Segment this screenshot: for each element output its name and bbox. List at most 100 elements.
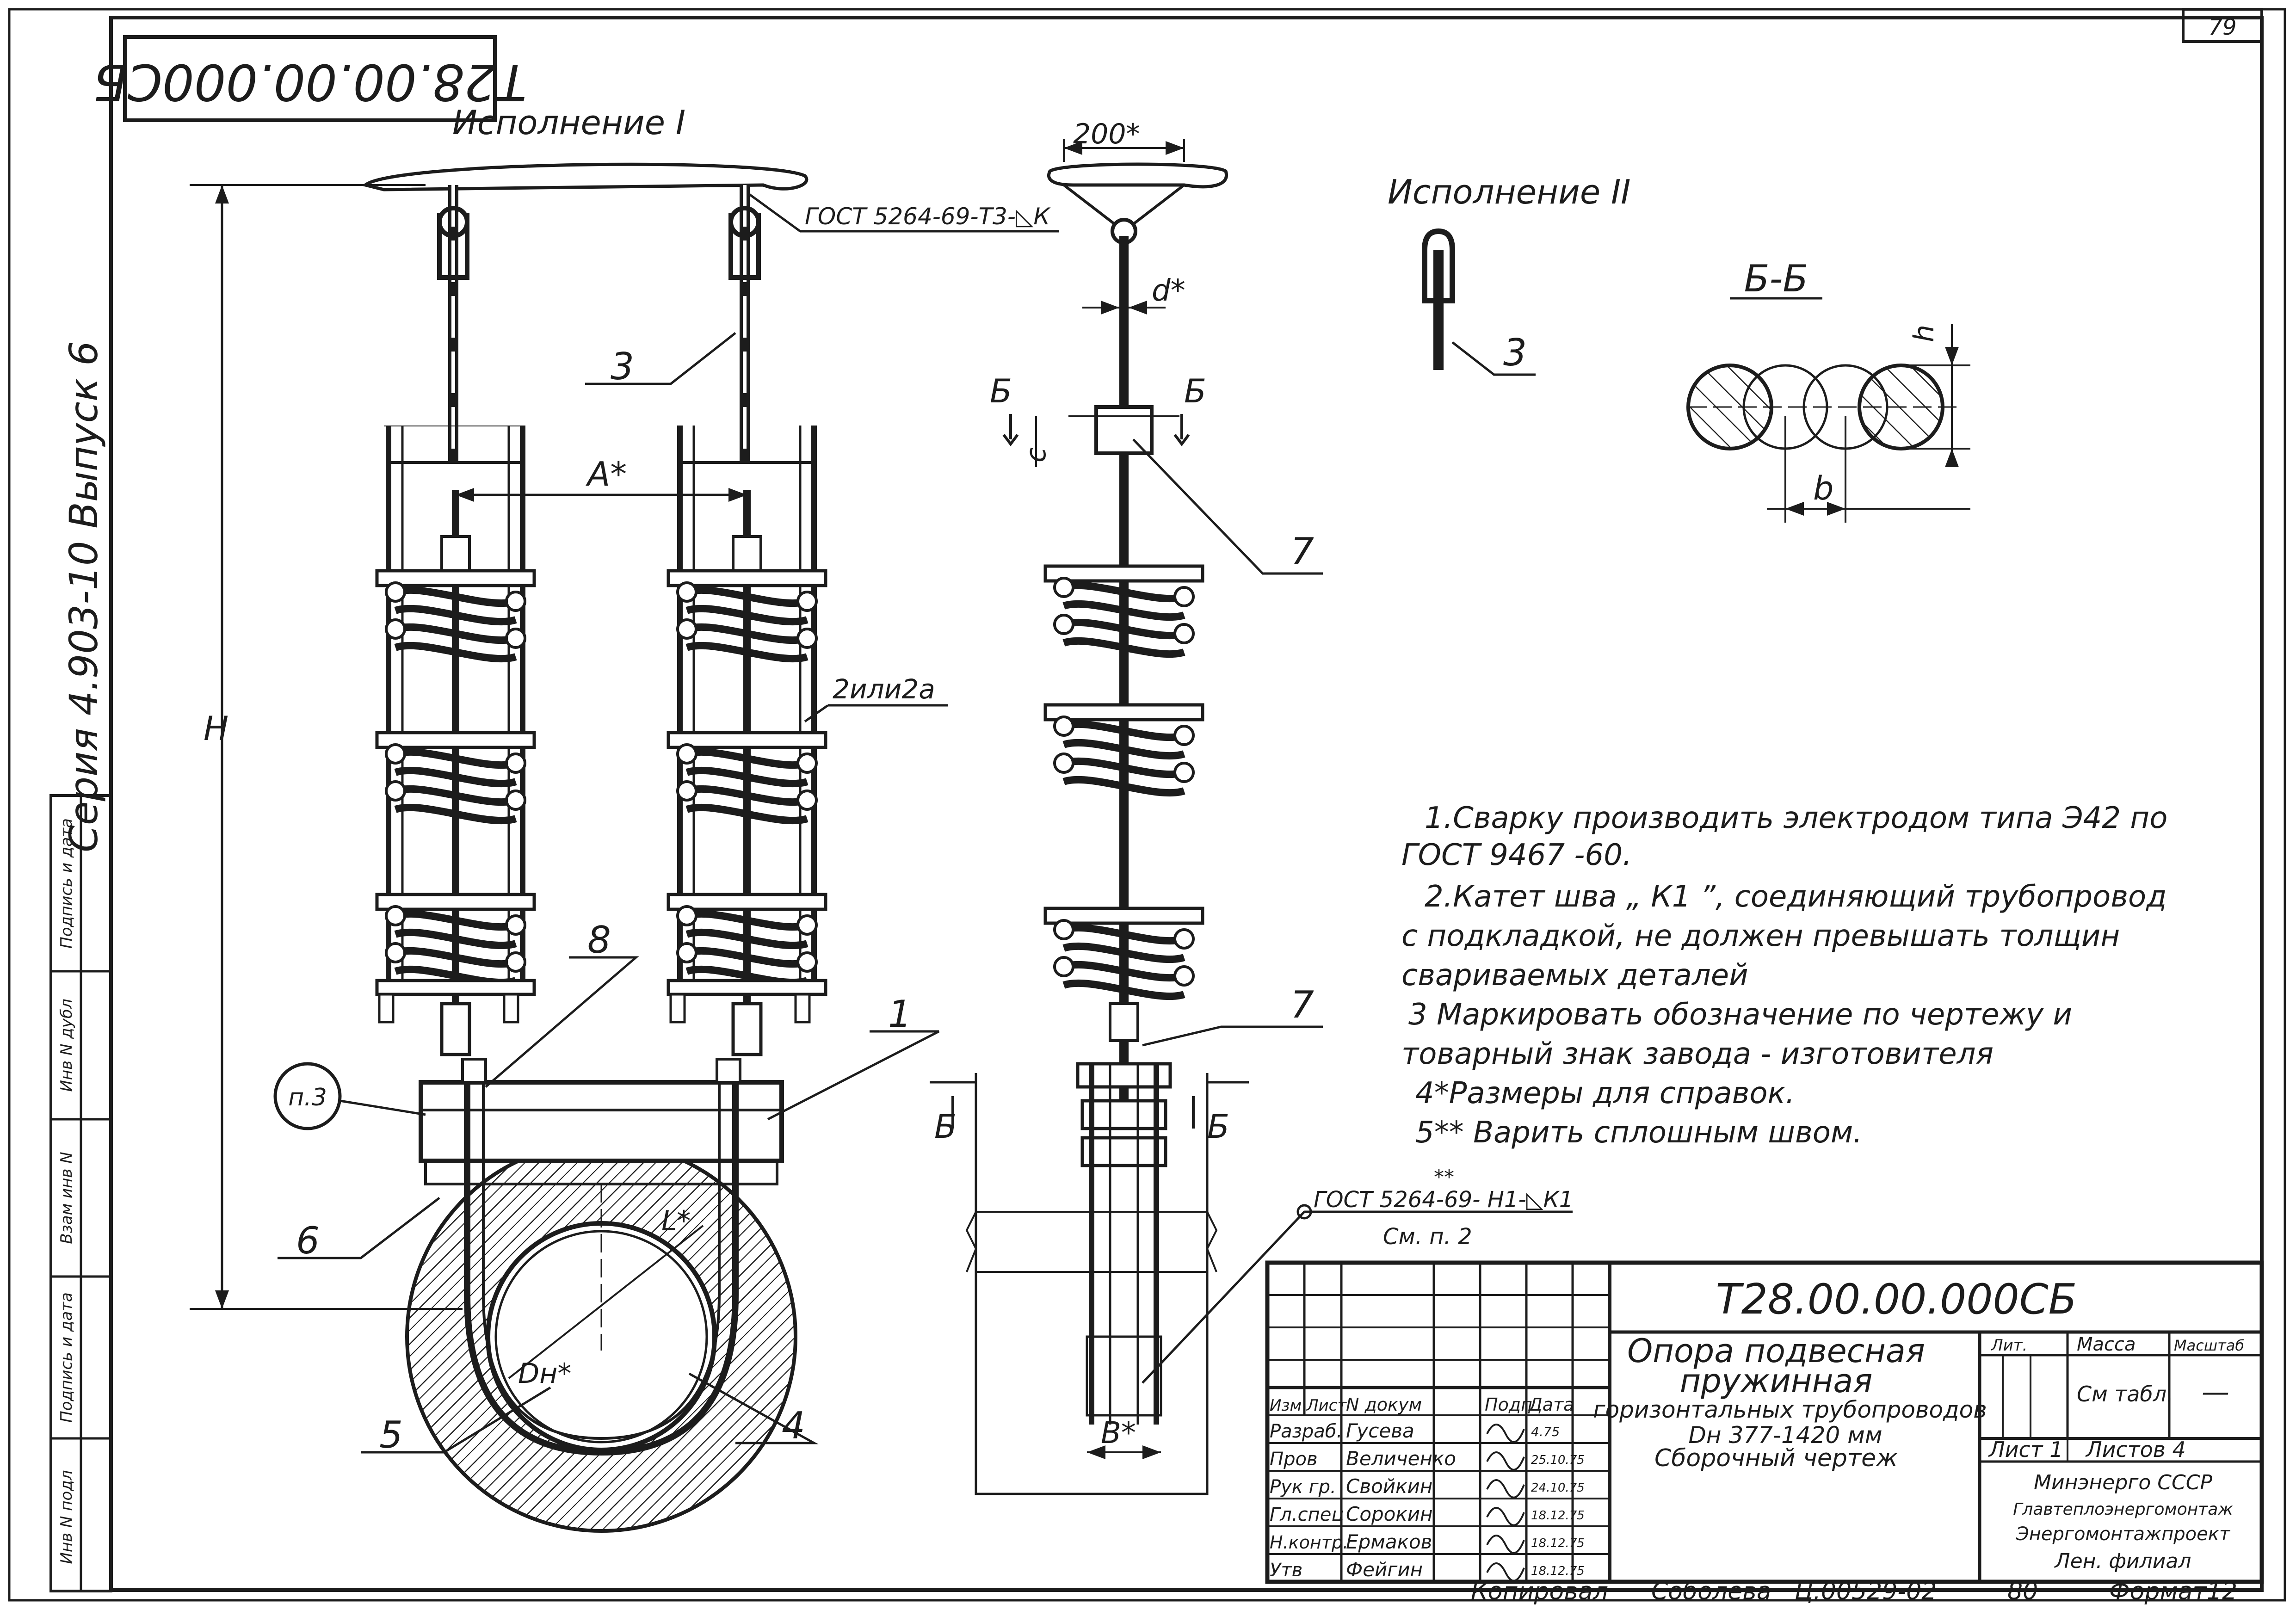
pipe-clamp: [405, 1058, 797, 1533]
callout-8: 8: [587, 919, 611, 962]
tb-sheets: Листов 4: [2085, 1437, 2186, 1462]
tb-roles: Разраб. Пров Рук гр. Гл.спец Н.контр. Ут…: [1270, 1421, 1348, 1581]
svg-text:24.10.75: 24.10.75: [1531, 1481, 1585, 1495]
weld-mark-bottom: [1142, 1204, 1573, 1384]
tb-dates: 4.75 25.10.75 24.10.75 18.12.75 18.12.75…: [1531, 1424, 1585, 1578]
note-line-6: 3 Маркировать обозначение по чертежу и: [1408, 998, 2072, 1032]
dim-b-label: b: [1813, 469, 1833, 507]
dim-Dn-label: Dн*: [518, 1357, 571, 1390]
dim-h-label: h: [1908, 325, 1940, 342]
note-line-4: с подкладкой, не должен превышать толщин: [1401, 919, 2120, 953]
tb-lit: Лит.: [1990, 1336, 2027, 1355]
callout-1: 1: [888, 993, 912, 1036]
rotated-code-box: Т28.00.00.000СБ: [93, 35, 527, 122]
svg-text:18.12.75: 18.12.75: [1531, 1564, 1585, 1578]
note-line-8: 4*Размеры для справок.: [1415, 1076, 1795, 1110]
execution-2-title: Исполнение II: [1388, 173, 1630, 211]
svg-text:Разраб.: Разраб.: [1270, 1421, 1342, 1442]
hanger-left: [377, 185, 534, 1056]
svg-text:Ермаков: Ермаков: [1346, 1530, 1432, 1553]
stamp-replace: Взам инв N: [57, 1152, 76, 1244]
callout-4: 4: [782, 1404, 805, 1447]
execution-2-detail: [1422, 228, 1536, 376]
section-mark-left: Б: [990, 372, 1012, 410]
format-label: Формат12: [2109, 1578, 2237, 1605]
svg-text:Н.контр.: Н.контр.: [1270, 1532, 1348, 1553]
tb-mass-value: См табл.: [2077, 1382, 2173, 1406]
svg-text:18.12.75: 18.12.75: [1531, 1536, 1585, 1550]
tb-col-izm: Изм: [1270, 1396, 1302, 1415]
svg-text:18.12.75: 18.12.75: [1531, 1509, 1585, 1523]
tb-col-date: Дата: [1528, 1394, 1574, 1415]
callout-circle-text: п.3: [288, 1084, 327, 1111]
title-block: [1265, 1260, 2264, 1584]
callout-5: 5: [379, 1413, 403, 1456]
tb-name-2: пружинная: [1680, 1362, 1873, 1400]
dim-B-label: B*: [1101, 1416, 1136, 1450]
note-line-2: ГОСТ 9467 -60.: [1401, 838, 1632, 872]
svg-text:Гл.спец: Гл.спец: [1270, 1504, 1344, 1525]
dimension-A: [456, 488, 747, 502]
note-line-5: свариваемых деталей: [1401, 958, 1748, 993]
stamp-sign1: Подпись и дата: [57, 1292, 76, 1423]
callout-3b: 3: [1503, 331, 1527, 374]
note-line-1: 1.Сварку производить электродом типа Э42…: [1425, 801, 2167, 835]
tb-col-list: Лист: [1306, 1396, 1347, 1415]
dim-H-label: H: [204, 709, 228, 748]
dim-200-label: 200*: [1073, 118, 1140, 150]
weld-mark-bottom-stars: **: [1434, 1166, 1454, 1189]
svg-text:Фейгин: Фейгин: [1346, 1558, 1423, 1581]
dim-L-label: L*: [661, 1205, 691, 1237]
rotated-code: Т28.00.00.000СБ: [93, 53, 527, 111]
tb-signatures: [1486, 1424, 1525, 1582]
tb-scale-value: —: [2202, 1376, 2229, 1408]
section-bb: [1686, 324, 1970, 523]
callout-7a: 7: [1290, 530, 1314, 573]
tb-mass: Масса: [2077, 1334, 2136, 1355]
svg-text:Пров: Пров: [1270, 1449, 1318, 1470]
tb-col-doc: N докум: [1346, 1394, 1422, 1415]
callout-3a: 3: [611, 345, 634, 388]
svg-text:Гусева: Гусева: [1346, 1419, 1414, 1442]
left-stamp: Инв N подл Подпись и дата Взам инв N Инв…: [49, 794, 112, 1592]
ceiling-plate-left: [362, 162, 809, 191]
stamp-inv: Инв N подл: [57, 1470, 76, 1564]
weld-mark-bottom-ref: См. п. 2: [1383, 1224, 1472, 1250]
bottom-num: 80: [2007, 1578, 2038, 1605]
execution-1-title: Исполнение I: [452, 103, 685, 142]
tb-col-sign: Подп: [1485, 1394, 1532, 1415]
tb-doc-number: Т28.00.00.000СБ: [1716, 1275, 2077, 1324]
svg-text:Свойкин: Свойкин: [1346, 1475, 1432, 1498]
svg-text:Сорокин: Сорокин: [1346, 1503, 1433, 1525]
tb-sheet: Лист 1: [1988, 1437, 2063, 1462]
tb-org-4: Лен. филиал: [2054, 1549, 2191, 1573]
tb-org-3: Энергомонтажпроект: [2016, 1524, 2231, 1545]
callout-2: 2или2а: [833, 673, 935, 705]
svg-text:25.10.75: 25.10.75: [1531, 1453, 1585, 1467]
svg-text:4.75: 4.75: [1531, 1424, 1560, 1439]
tb-name-3: горизонтальных трубопроводов: [1593, 1396, 1987, 1423]
notes: 1.Сварку производить электродом типа Э42…: [1401, 801, 2167, 1150]
weld-mark-top: [748, 193, 1059, 233]
note-line-9: 5** Варить сплошным швом.: [1415, 1116, 1862, 1150]
tb-org-2: Главтеплоэнергомонтаж: [2013, 1500, 2233, 1519]
series-label: Серия 4.903-10 Выпуск 6: [61, 341, 106, 852]
section-mark-right: Б: [1184, 372, 1206, 410]
dim-A-label: A*: [586, 455, 627, 493]
section-mark-bl: Б: [934, 1108, 957, 1146]
tb-name-5: Сборочный чертеж: [1654, 1444, 1898, 1472]
hanger-right: [668, 185, 826, 1056]
svg-text:Величенко: Величенко: [1346, 1447, 1456, 1470]
callouts-exec1: [273, 332, 948, 1454]
svg-text:Утв: Утв: [1270, 1560, 1302, 1581]
page-number: 79: [2208, 14, 2236, 40]
dim-c-label: c: [1020, 447, 1052, 463]
callouts-side: [1132, 438, 1323, 1047]
stamp-sign2: Подпись и дата: [57, 818, 76, 949]
section-mark-br: Б: [1207, 1108, 1229, 1146]
callout-6: 6: [296, 1219, 320, 1262]
copier-name: Соболева: [1651, 1578, 1771, 1605]
order-number: Ц.00529-02: [1795, 1578, 1937, 1605]
note-line-7: товарный знак завода - изготовителя: [1401, 1037, 1994, 1071]
